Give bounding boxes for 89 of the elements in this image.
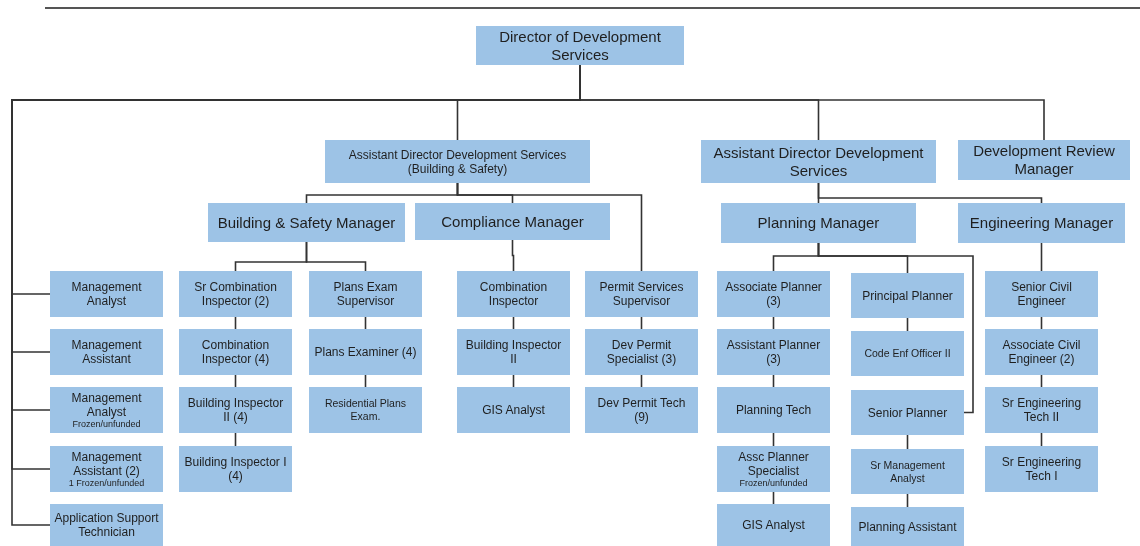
position-title: Senior Planner — [867, 405, 948, 420]
position-title: Dev Permit Specialist (3) — [605, 338, 678, 366]
position-title: Sr Engineering Tech I — [1000, 455, 1083, 483]
position-title: Assc Planner Specialist — [737, 449, 810, 478]
position-box — [851, 390, 964, 435]
position-note: 1 Frozen/unfunded — [68, 477, 145, 489]
position-box — [717, 446, 830, 492]
position-title: Assistant Director Development Services — [712, 143, 925, 180]
position-box — [701, 140, 936, 183]
position-box — [309, 329, 422, 375]
position-title: Code Enf Officer II — [864, 347, 951, 360]
position-title: Management Assistant — [70, 338, 143, 366]
position-title: Building Inspector II (4) — [186, 396, 285, 424]
position-box — [309, 387, 422, 433]
position-box — [985, 271, 1098, 317]
position-title: Building Inspector I (4) — [183, 455, 288, 483]
position-title: Sr Engineering Tech II — [1000, 396, 1083, 424]
position-title: GIS Analyst — [742, 518, 805, 532]
position-title: Principal Planner — [862, 288, 953, 303]
connector-line — [511, 239, 515, 272]
position-title: Application Support Technician — [54, 511, 159, 539]
position-title: Sr Management Analyst — [869, 458, 946, 485]
position-box — [476, 26, 684, 65]
position-title: Development Review Manager — [972, 142, 1116, 178]
position-title: Compliance Manager — [441, 212, 584, 231]
connector-line — [817, 242, 974, 414]
position-note: Frozen/unfunded — [739, 477, 808, 489]
position-box — [717, 271, 830, 317]
position-box — [851, 449, 964, 494]
position-box — [985, 329, 1098, 375]
position-title: Director of Development Services — [498, 27, 662, 64]
position-box — [851, 331, 964, 376]
position-box — [208, 203, 405, 242]
position-box — [717, 329, 830, 375]
position-box — [851, 273, 964, 318]
position-title: Residential Plans Exam. — [323, 397, 408, 423]
position-box — [985, 446, 1098, 492]
position-box — [958, 203, 1125, 243]
position-title: Planning Manager — [757, 214, 880, 232]
position-box — [50, 271, 163, 317]
position-title: Planning Tech — [735, 403, 812, 417]
position-title: Permit Services Supervisor — [598, 280, 685, 308]
position-title: Building Inspector II — [464, 338, 563, 366]
position-title: Dev Permit Tech (9) — [596, 396, 687, 424]
position-box — [179, 271, 292, 317]
position-box — [415, 203, 610, 240]
position-box — [50, 329, 163, 375]
position-box — [50, 504, 163, 546]
position-box — [585, 271, 698, 317]
position-title: Associate Planner (3) — [724, 280, 823, 308]
position-title: Engineering Manager — [969, 214, 1114, 232]
position-title: Combination Inspector (4) — [200, 338, 271, 366]
position-title: Building & Safety Manager — [217, 213, 396, 232]
position-title: Management Analyst — [70, 390, 143, 419]
connector-line — [817, 182, 1043, 204]
position-box — [50, 446, 163, 492]
position-title: Sr Combination Inspector (2) — [193, 280, 278, 308]
position-box — [717, 387, 830, 433]
position-title: Combination Inspector — [478, 280, 549, 308]
position-box — [985, 387, 1098, 433]
position-title: Assistant Director Development Services (Building & Safety) — [347, 147, 568, 176]
position-box — [958, 140, 1130, 180]
connector-line — [456, 182, 643, 272]
connector-line — [305, 241, 367, 272]
position-title: GIS Analyst — [482, 403, 545, 417]
position-box — [179, 329, 292, 375]
position-title: Plans Exam Supervisor — [332, 280, 399, 308]
position-title: Management Analyst — [70, 280, 143, 308]
position-box — [717, 504, 830, 546]
position-box — [457, 329, 570, 375]
position-box — [851, 507, 964, 546]
position-box — [179, 446, 292, 492]
position-box — [457, 271, 570, 317]
position-note: Frozen/unfunded — [72, 418, 141, 430]
position-title: Plans Examiner (4) — [314, 345, 417, 359]
position-box — [585, 329, 698, 375]
position-box — [457, 387, 570, 433]
position-title: Associate Civil Engineer (2) — [1001, 338, 1082, 366]
position-box — [179, 387, 292, 433]
position-title: Senior Civil Engineer — [1010, 280, 1073, 308]
connector-line — [1040, 242, 1043, 272]
position-title: Assistant Planner (3) — [725, 338, 822, 366]
position-box — [325, 140, 590, 183]
position-title: Planning Assistant — [858, 519, 957, 534]
position-box — [585, 387, 698, 433]
position-box — [721, 203, 916, 243]
position-title: Management Assistant (2) — [70, 449, 143, 478]
position-box — [309, 271, 422, 317]
position-box — [50, 387, 163, 433]
